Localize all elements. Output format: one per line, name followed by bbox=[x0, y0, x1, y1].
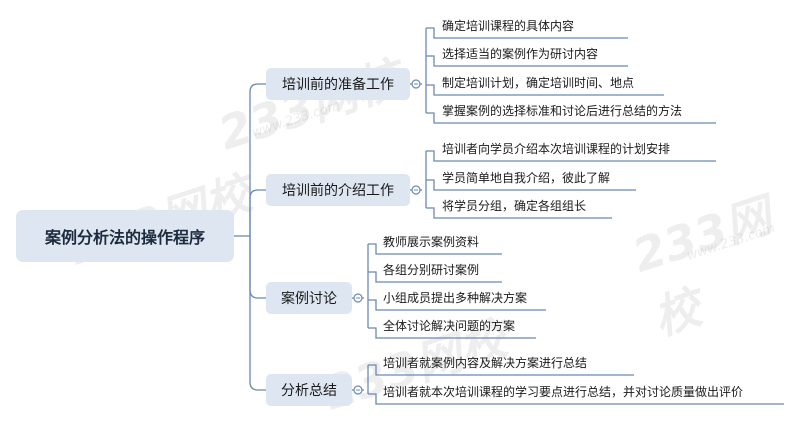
leaf-underline bbox=[426, 179, 636, 191]
leaf-discussion-4: 全体讨论解决问题的方案 bbox=[383, 319, 516, 333]
leaf-intro-3: 将学员分组，确定各组组长 bbox=[442, 199, 587, 213]
branch-connector bbox=[249, 189, 266, 236]
branch-connector bbox=[249, 83, 266, 236]
leaf-underline bbox=[426, 207, 612, 219]
leaf-summary-2: 培训者就本次培训课程的学习要点进行总结，并对讨论质量做出评价 bbox=[383, 385, 744, 399]
leaf-underline bbox=[426, 27, 628, 39]
leaf-prep-3: 制定培训计划，确定培训时间、地点 bbox=[442, 76, 635, 90]
leaf-intro-2: 学员简单地自我介绍，彼此了解 bbox=[442, 171, 611, 185]
leaf-underline bbox=[368, 271, 502, 283]
leaf-underline bbox=[426, 112, 716, 124]
leaf-prep-1: 确定培训课程的具体内容 bbox=[442, 19, 575, 33]
root-node: 案例分析法的操作程序 bbox=[16, 210, 234, 262]
branch-connector bbox=[249, 236, 266, 391]
leaf-discussion-2: 各组分别研讨案例 bbox=[383, 263, 480, 277]
leaf-prep-2: 选择适当的案例作为研讨内容 bbox=[442, 47, 599, 61]
branch-connector bbox=[249, 236, 266, 299]
branch-node-prep: 培训前的准备工作 bbox=[266, 68, 410, 100]
leaf-underline bbox=[368, 327, 536, 339]
leaf-underline bbox=[368, 299, 546, 311]
leaf-underline bbox=[368, 243, 502, 255]
leaf-underline bbox=[426, 150, 716, 162]
branch-node-discussion: 案例讨论 bbox=[266, 282, 352, 314]
leaf-summary-1: 培训者就案例内容及解决方案进行总结 bbox=[383, 356, 588, 370]
leaf-prep-4: 掌握案例的选择标准和讨论后进行总结的方法 bbox=[442, 104, 683, 118]
leaf-underline bbox=[368, 393, 784, 405]
branch-node-summary: 分析总结 bbox=[266, 374, 352, 406]
leaf-discussion-3: 小组成员提出多种解决方案 bbox=[383, 291, 528, 305]
leaf-discussion-1: 教师展示案例资料 bbox=[383, 235, 480, 249]
leaf-underline bbox=[368, 364, 634, 376]
branch-node-intro: 培训前的介绍工作 bbox=[266, 174, 410, 206]
leaf-underline bbox=[426, 55, 628, 67]
leaf-underline bbox=[426, 84, 664, 96]
leaf-intro-1: 培训者向学员介绍本次培训课程的计划安排 bbox=[442, 142, 671, 156]
